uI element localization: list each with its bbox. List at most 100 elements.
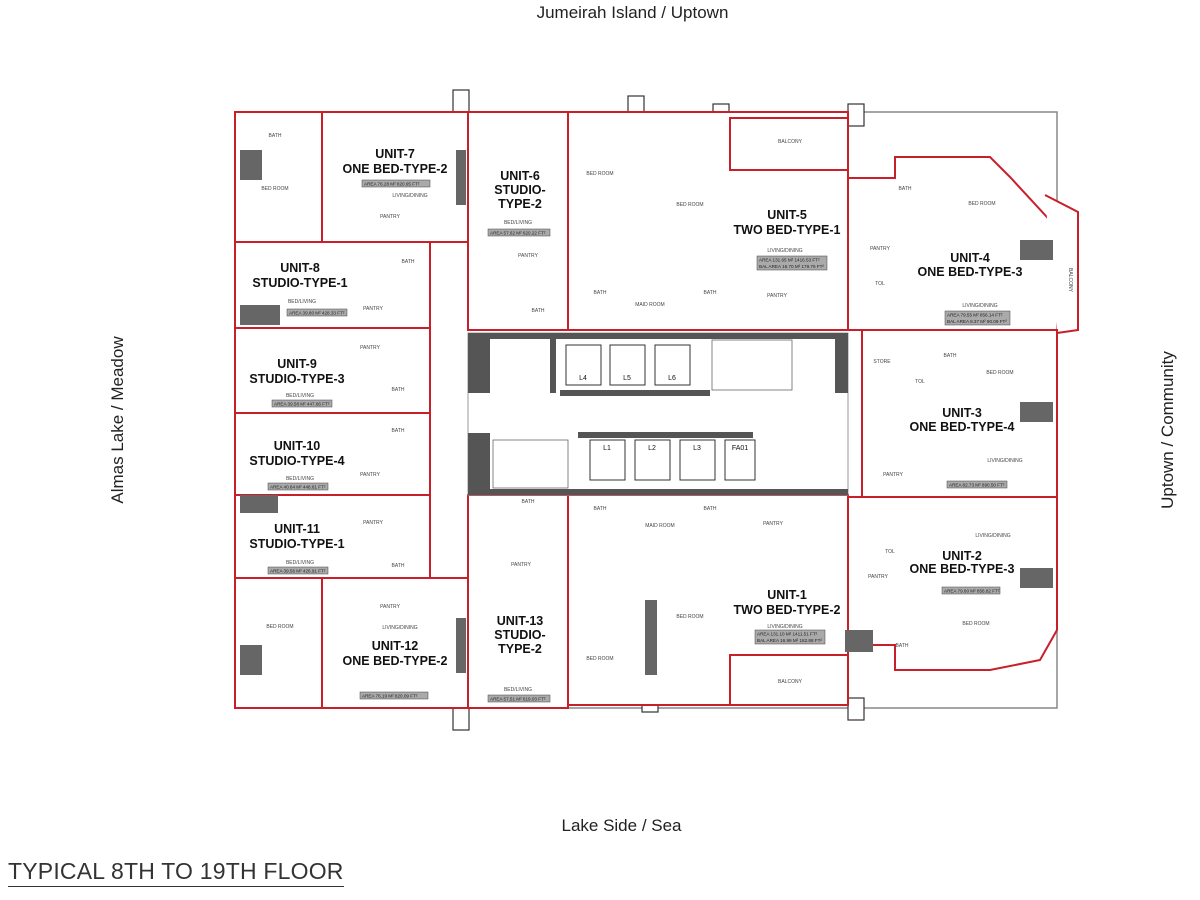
unit-type: ONE BED-TYPE-2 bbox=[343, 162, 448, 176]
room-label: BATH bbox=[269, 133, 282, 139]
room-label: BATH bbox=[532, 308, 545, 314]
unit-name: UNIT-11 bbox=[274, 522, 320, 536]
room-label: BATH bbox=[704, 506, 717, 512]
room-label: BED ROOM bbox=[266, 624, 293, 630]
room-label: BED ROOM bbox=[986, 370, 1013, 376]
fire-lift-label: FA01 bbox=[732, 445, 748, 452]
room-label: BATH bbox=[944, 353, 957, 359]
unit-area: AREA 40.64 M² 448.61 FT² bbox=[270, 485, 326, 490]
unit-name: UNIT-2 bbox=[942, 549, 982, 563]
room-label: BED ROOM bbox=[261, 186, 288, 192]
room-label: PANTRY bbox=[511, 562, 531, 568]
room-label: BALCONY bbox=[1067, 268, 1073, 293]
unit-balcony-area: BAL AREA 16.70 M² 179.76 FT² bbox=[759, 264, 824, 269]
room-label: PANTRY bbox=[363, 306, 383, 312]
room-label: BED ROOM bbox=[586, 656, 613, 662]
unit-2[interactable]: LIVING/DINING UNIT-2 ONE BED-TYPE-3 AREA… bbox=[847, 496, 1058, 671]
building-core: L4 L5 L6 L1 L2 L3 FA01 bbox=[467, 332, 849, 496]
room-label: BED/LIVING bbox=[286, 393, 314, 399]
room-label: BED ROOM bbox=[968, 201, 995, 207]
lift-label: L5 bbox=[623, 375, 631, 382]
unit-area: AREA 131.10 M² 1411.51 FT² bbox=[757, 632, 818, 637]
room-label: TOL bbox=[885, 549, 895, 555]
unit-area: AREA 39.58 M² 447.66 FT² bbox=[274, 402, 330, 407]
unit-balcony-area: BAL AREA 16.99 M² 182.88 FT² bbox=[757, 638, 822, 643]
room-label: BATH bbox=[594, 506, 607, 512]
room-label: STORE bbox=[873, 359, 891, 365]
room-label: LIVING/DINING bbox=[962, 303, 997, 309]
room-label: LIVING/DINING bbox=[392, 193, 427, 199]
unit-area: AREA 76.19 M² 820.09 FT² bbox=[362, 694, 418, 699]
room-label: BATH bbox=[899, 186, 912, 192]
unit-5[interactable]: BALCONY BED ROOM BED ROOM MAID ROOM BATH… bbox=[567, 111, 849, 331]
room-label: BED/LIVING bbox=[286, 560, 314, 566]
unit-name: UNIT-9 bbox=[277, 357, 317, 371]
room-label: PANTRY bbox=[883, 472, 903, 478]
room-label: TOL bbox=[915, 379, 925, 385]
lift-label: L4 bbox=[579, 375, 587, 382]
unit-area: AREA 57.51 M² 619.03 FT² bbox=[490, 697, 546, 702]
room-label: PANTRY bbox=[870, 246, 890, 252]
room-label: BATH bbox=[392, 428, 405, 434]
south-orientation-label: Lake Side / Sea bbox=[561, 816, 682, 835]
room-label: BED ROOM bbox=[586, 171, 613, 177]
unit-type: TWO BED-TYPE-2 bbox=[734, 603, 841, 617]
room-label: BATH bbox=[704, 290, 717, 296]
unit-area: AREA 76.28 M² 820.95 FT² bbox=[364, 182, 420, 187]
room-label: PANTRY bbox=[868, 574, 888, 580]
north-orientation-label: Jumeirah Island / Uptown bbox=[536, 3, 729, 22]
unit-name: UNIT-6 bbox=[500, 169, 540, 183]
unit-name: UNIT-7 bbox=[375, 147, 415, 161]
unit-name: UNIT-12 bbox=[372, 639, 419, 653]
room-label: BED ROOM bbox=[676, 614, 703, 620]
unit-9[interactable]: UNIT-9 STUDIO-TYPE-3 BED/LIVING AREA 39.… bbox=[234, 327, 431, 414]
unit-area: AREA 57.62 M² 620.22 FT² bbox=[490, 231, 546, 236]
unit-type: STUDIO-TYPE-4 bbox=[249, 454, 344, 468]
unit-6[interactable]: UNIT-6 STUDIO- TYPE-2 BED/LIVING AREA 57… bbox=[467, 111, 657, 331]
unit-name: UNIT-8 bbox=[280, 261, 320, 275]
unit-10[interactable]: UNIT-10 STUDIO-TYPE-4 BED/LIVING AREA 40… bbox=[234, 412, 431, 496]
room-label: BATH bbox=[522, 499, 535, 505]
unit-type: STUDIO- bbox=[494, 628, 545, 642]
unit-3[interactable]: STORE BED ROOM TOL BATH UNIT-3 ONE BED-T… bbox=[861, 329, 1058, 498]
room-label: PANTRY bbox=[380, 604, 400, 610]
room-label: BED/LIVING bbox=[504, 220, 532, 226]
unit-area: AREA 39.80 M² 428.33 FT² bbox=[289, 311, 345, 316]
room-label: PANTRY bbox=[767, 293, 787, 299]
room-label: LIVING/DINING bbox=[767, 624, 802, 630]
room-label: PANTRY bbox=[380, 214, 400, 220]
lift-label: L3 bbox=[693, 445, 701, 452]
room-label: BATH bbox=[896, 643, 909, 649]
unit-type: TWO BED-TYPE-1 bbox=[734, 223, 841, 237]
room-label: TOL bbox=[875, 281, 885, 287]
unit-type: TYPE-2 bbox=[498, 642, 542, 656]
unit-balcony-area: BAL AREA 8.37 M² 90.09 FT² bbox=[947, 319, 1007, 324]
room-label: LIVING/DINING bbox=[382, 625, 417, 631]
room-label: BATH bbox=[594, 290, 607, 296]
room-label: BATH bbox=[392, 387, 405, 393]
stair bbox=[492, 339, 793, 489]
unit-13[interactable]: BATH PANTRY UNIT-13 STUDIO- TYPE-2 BED/L… bbox=[467, 494, 569, 709]
lift-label: L2 bbox=[648, 445, 656, 452]
room-label: PANTRY bbox=[360, 472, 380, 478]
unit-4[interactable]: BED ROOM PANTRY BATH TOL BALCONY UNIT-4 … bbox=[847, 156, 1079, 334]
unit-type: ONE BED-TYPE-2 bbox=[343, 654, 448, 668]
unit-type: ONE BED-TYPE-3 bbox=[910, 562, 1015, 576]
unit-type: STUDIO-TYPE-3 bbox=[249, 372, 344, 386]
room-label: PANTRY bbox=[518, 253, 538, 259]
room-label: BATH bbox=[392, 563, 405, 569]
unit-11[interactable]: UNIT-11 STUDIO-TYPE-1 BED/LIVING AREA 39… bbox=[234, 494, 431, 579]
unit-type: TYPE-2 bbox=[498, 197, 542, 211]
elevators bbox=[565, 344, 756, 481]
room-label: LIVING/DINING bbox=[767, 248, 802, 254]
unit-8[interactable]: UNIT-8 STUDIO-TYPE-1 BED/LIVING AREA 39.… bbox=[234, 241, 431, 329]
unit-12[interactable]: BED ROOM PANTRY LIVING/DINING UNIT-12 ON… bbox=[234, 577, 469, 709]
room-label: BED/LIVING bbox=[288, 299, 316, 305]
unit-type: STUDIO-TYPE-1 bbox=[249, 537, 344, 551]
unit-area: AREA 79.55 M² 856.14 FT² bbox=[947, 313, 1003, 318]
unit-1[interactable]: BALCONY BED ROOM BED ROOM MAID ROOM BATH… bbox=[567, 494, 873, 706]
unit-area: AREA 39.56 M² 426.91 FT² bbox=[270, 569, 326, 574]
unit-7[interactable]: BATH BED ROOM LIVING/DINING PANTRY UNIT-… bbox=[234, 111, 469, 243]
room-label: PANTRY bbox=[763, 521, 783, 527]
unit-name: UNIT-13 bbox=[497, 614, 544, 628]
